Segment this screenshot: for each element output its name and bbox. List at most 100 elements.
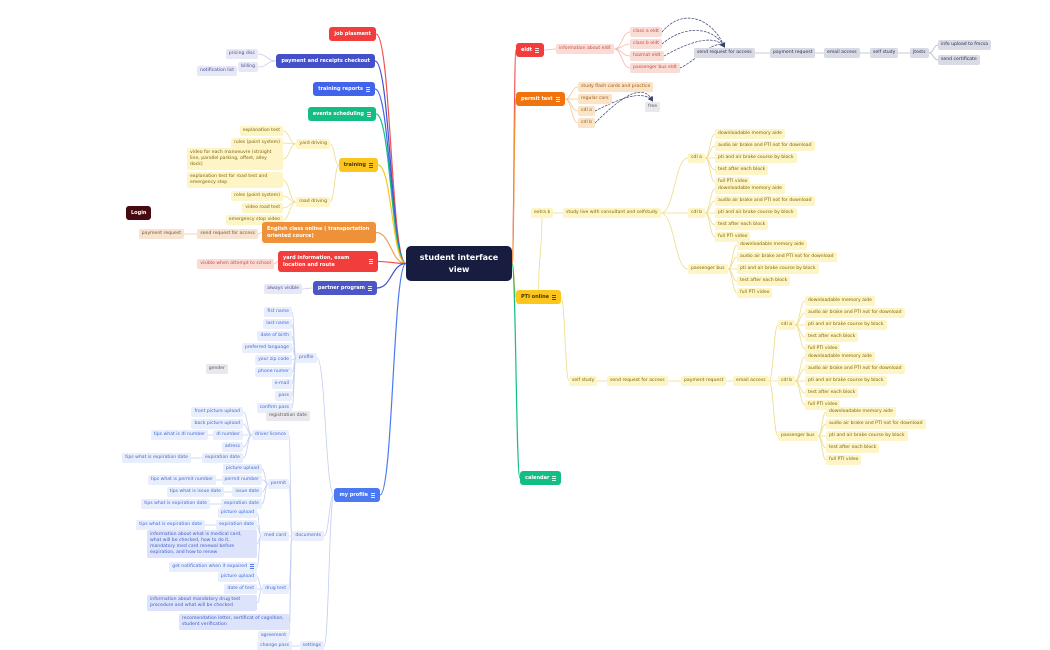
pti-online[interactable]: PTI online <box>516 290 562 304</box>
ss-p-2[interactable]: audio air brake and PTI not for download <box>826 419 926 429</box>
tips-expiration-permit[interactable]: tips what is expiration date <box>141 499 210 509</box>
profile[interactable]: profile <box>296 353 317 363</box>
pass[interactable]: pass <box>275 391 292 401</box>
phone-numer[interactable]: phone numer <box>255 367 292 377</box>
notification-list[interactable]: notification list <box>196 66 237 76</box>
ss-a-1[interactable]: downloadable memory aide <box>805 296 875 306</box>
cdl-b-ss[interactable]: cdl b <box>778 376 796 386</box>
partner-program[interactable]: partner program <box>312 281 377 295</box>
study-live[interactable]: study live with consultant and selfstudy <box>563 208 661 218</box>
permit-number[interactable]: permit number <box>221 475 262 485</box>
pti-b-2[interactable]: audio air brake and PTI not for download <box>715 196 815 206</box>
pricing-disc[interactable]: pricing disc <box>225 49 258 59</box>
recommendation[interactable]: recomendation letter, sertificat of cogn… <box>179 614 289 630</box>
login[interactable]: Login <box>126 206 152 220</box>
free[interactable]: free <box>645 102 661 112</box>
ss-a-2[interactable]: audio air brake and PTI not for download <box>805 308 905 318</box>
ss-b-5[interactable]: full PTI video <box>805 400 841 410</box>
payment-request-pti[interactable]: payment request <box>681 376 727 386</box>
video-manoeuvre[interactable]: video for each manoeuvre (straight line,… <box>187 148 283 170</box>
pti-a-2[interactable]: audio air brake and PTI not for download <box>715 141 815 151</box>
cdl-a-permit[interactable]: cdl a <box>578 106 595 116</box>
send-request-chain[interactable]: send request for access <box>694 48 755 58</box>
date-of-birth[interactable]: date of birth <box>257 331 292 341</box>
ss-b-1[interactable]: downloadable memory aide <box>805 352 875 362</box>
regular-cars[interactable]: regular cars <box>578 94 612 104</box>
picture-upload-med[interactable]: picture upload <box>217 508 257 518</box>
e-mail[interactable]: e-mail <box>271 379 292 389</box>
pti-p-1[interactable]: downloadable memory aide <box>737 240 807 250</box>
change-pass[interactable]: change pass <box>257 641 292 650</box>
always-visible[interactable]: always visible <box>264 284 302 294</box>
confirm-pass[interactable]: confirm pass <box>256 403 292 413</box>
billing[interactable]: billing <box>238 62 258 72</box>
ss-b-2[interactable]: audio air brake and PTI not for download <box>805 364 905 374</box>
fist-name[interactable]: fist name <box>264 307 292 317</box>
events-scheduling[interactable]: events scheduling <box>307 107 376 121</box>
payment-checkout[interactable]: payment and receipts checkout <box>276 54 375 68</box>
tips-dl-number[interactable]: tips what is dl number <box>150 430 208 440</box>
ss-b-3[interactable]: pti and air brake course by block <box>805 376 887 386</box>
class-a-eldt[interactable]: class a eldt <box>630 27 662 37</box>
expiration-date-dl[interactable]: expiration date <box>202 453 243 463</box>
your-zip-code[interactable]: your zip code <box>255 355 292 365</box>
settings[interactable]: settings <box>299 641 324 650</box>
tips-permit-number[interactable]: tips what is permit number <box>147 475 216 485</box>
agreement[interactable]: agreement <box>257 631 289 641</box>
road-driving[interactable]: road driving <box>296 197 330 207</box>
med-info[interactable]: information about what is medical card, … <box>147 530 257 558</box>
ss-p-4[interactable]: test after each block <box>826 443 880 453</box>
ss-p-3[interactable]: pti and air brake course by block <box>826 431 908 441</box>
permit-test[interactable]: permit test <box>516 92 565 106</box>
med-card[interactable]: med card <box>261 531 289 541</box>
payment-request-chain[interactable]: payment request <box>770 48 816 58</box>
tips-expiration-dl[interactable]: tips what is expiration date <box>122 453 191 463</box>
driver-licence[interactable]: driver licence <box>251 430 289 440</box>
last-name[interactable]: last name <box>263 319 292 329</box>
pti-p-2[interactable]: audio air brake and PTI not for download <box>737 252 837 262</box>
hazmat-eldt[interactable]: hazmat eldt <box>630 51 664 61</box>
cdl-b-pti[interactable]: cdl b <box>688 208 706 218</box>
ss-p-5[interactable]: full PTI video <box>826 455 862 465</box>
center[interactable]: student interface view <box>406 246 512 282</box>
visible-when-attempt[interactable]: visible when attempt to school <box>197 259 274 269</box>
get-notification[interactable]: get notification when it expaired <box>169 562 257 572</box>
issue-date[interactable]: issue date <box>232 487 262 497</box>
yard-driving[interactable]: yard driving <box>296 139 330 149</box>
cdl-a-ss[interactable]: cdl a <box>778 320 795 330</box>
dl-number[interactable]: dl number <box>213 430 243 440</box>
passenger-bus-ss[interactable]: passenger bus <box>778 431 818 441</box>
jtests[interactable]: jtests <box>910 48 929 58</box>
preferred-language[interactable]: preferred language <box>241 343 292 353</box>
tips-expiration-med[interactable]: tips what is expiration date <box>136 520 205 530</box>
picture-upload-drug[interactable]: picture upload <box>217 572 257 582</box>
drug-test[interactable]: drug test <box>262 584 289 594</box>
info-about-eldt[interactable]: information about eldt <box>556 44 614 54</box>
self-study-chain[interactable]: self study <box>870 48 899 58</box>
pti-p-3[interactable]: pti and air brake course by block <box>737 264 819 274</box>
video-road-test[interactable]: video road test <box>242 203 283 213</box>
pti-b-4[interactable]: test after each block <box>715 220 769 230</box>
payment-request-ec[interactable]: payment request <box>138 229 184 239</box>
my-profile[interactable]: my profile <box>334 488 380 502</box>
emergency-stop-video[interactable]: emergency stop video <box>225 215 283 225</box>
ss-b-4[interactable]: test after each block <box>805 388 859 398</box>
pti-a-5[interactable]: full PTI video <box>715 177 751 187</box>
calendar[interactable]: calendar <box>520 471 562 485</box>
pti-p-5[interactable]: full PTI video <box>737 288 773 298</box>
yard-information[interactable]: yard information, exam location and rout… <box>278 251 378 272</box>
registration-date[interactable]: registration date <box>265 411 310 421</box>
send-certificate[interactable]: send certificate <box>938 55 980 65</box>
send-request-ec[interactable]: send request for access <box>197 229 258 239</box>
roles-point-system[interactable]: roles (point system) <box>231 191 283 201</box>
picture-upload-permit[interactable]: picture upload <box>222 464 262 474</box>
ss-a-3[interactable]: pti and air brake course by block <box>805 320 887 330</box>
cdl-b-permit[interactable]: cdl b <box>578 118 596 128</box>
study-flash[interactable]: study flash cards and practice <box>578 82 654 92</box>
cdl-a-pti[interactable]: cdl a <box>688 153 705 163</box>
passenger-bus-pti[interactable]: passenger bus <box>688 264 728 274</box>
ss-p-1[interactable]: downloadable memory aide <box>826 407 896 417</box>
expiration-date-med[interactable]: expiration date <box>216 520 257 530</box>
explanation-test[interactable]: explanation test <box>239 126 283 136</box>
back-picture-upload[interactable]: back picture upload <box>191 419 243 429</box>
